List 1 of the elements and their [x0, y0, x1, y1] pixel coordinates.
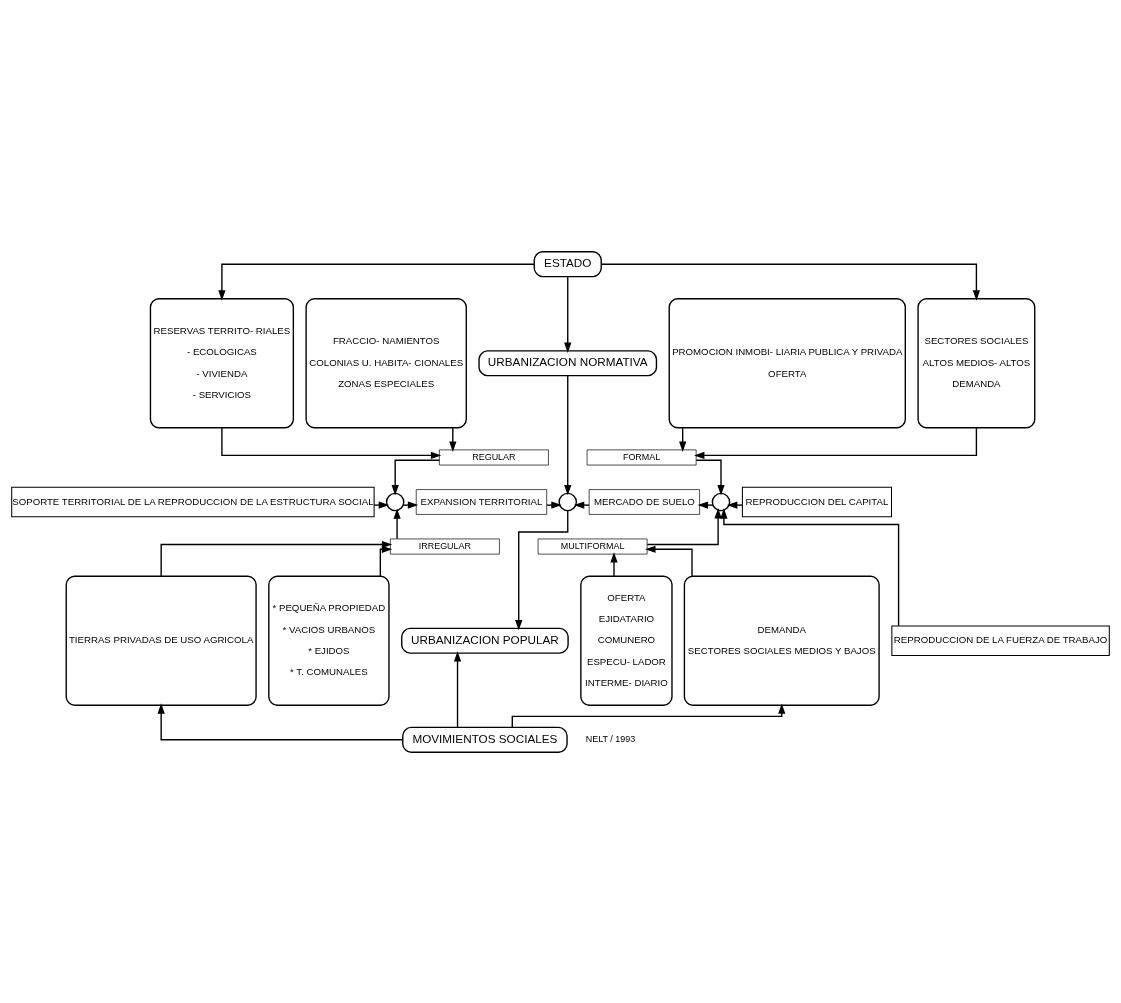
label: NELT / 1993 — [585, 733, 636, 744]
